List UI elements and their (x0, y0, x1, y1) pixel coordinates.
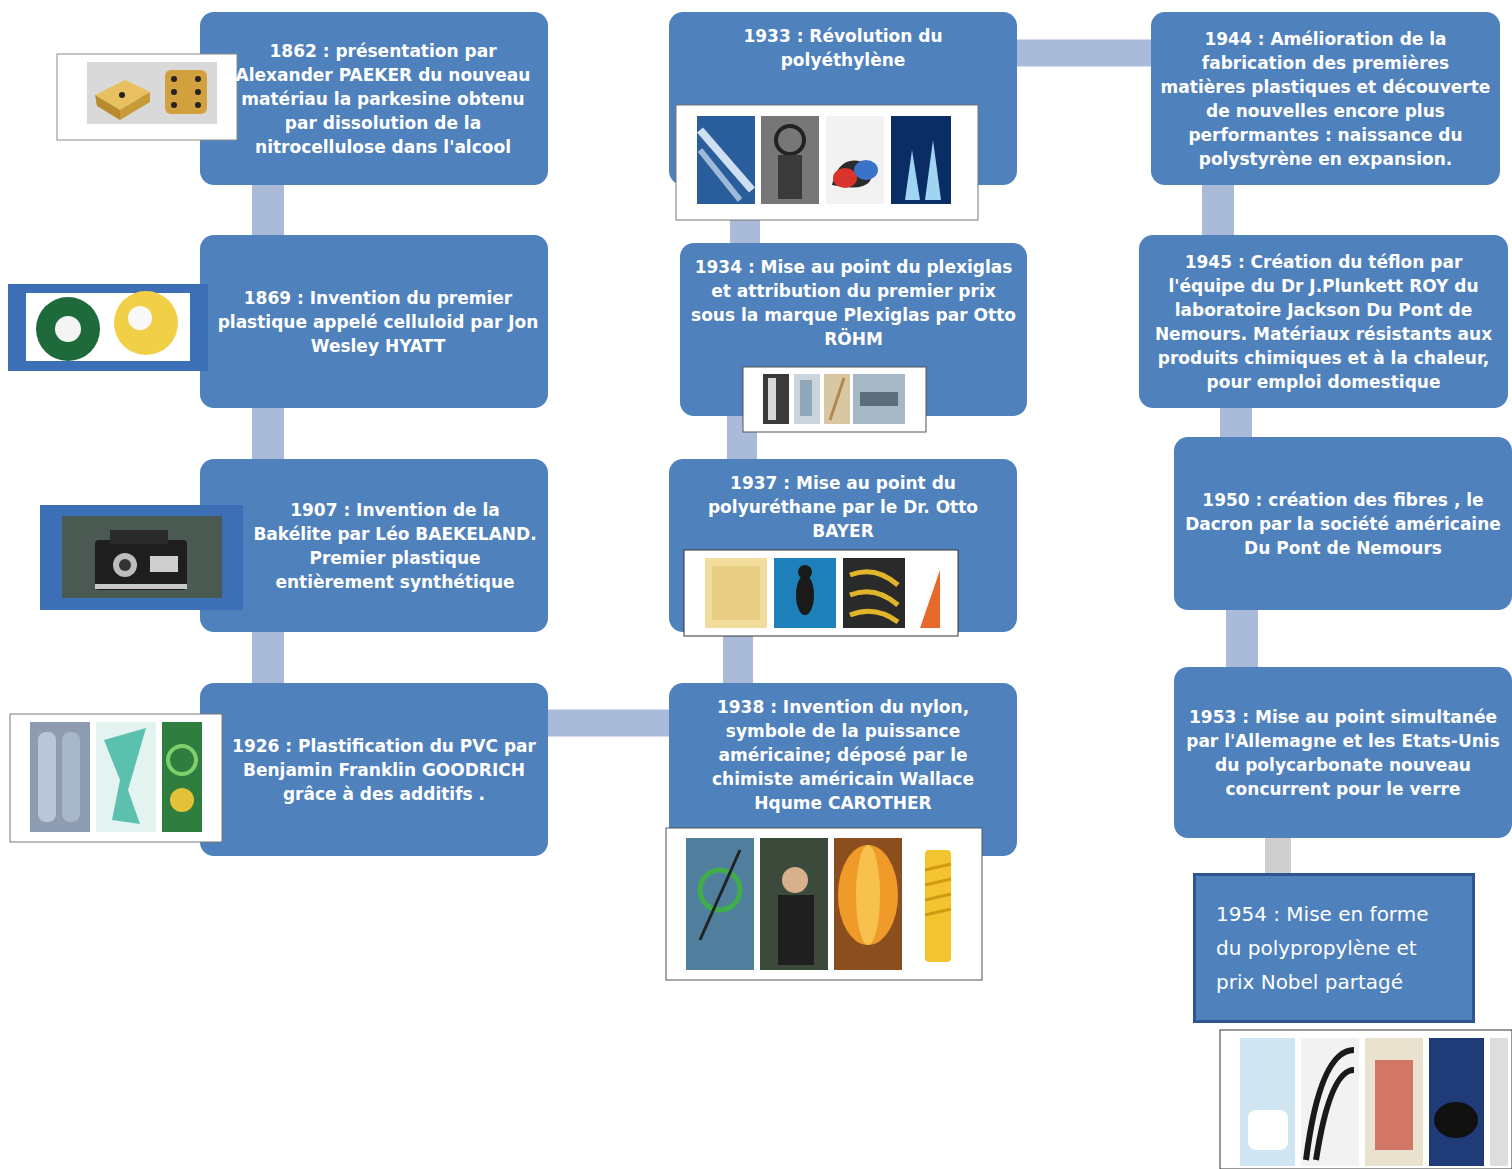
connector-bar (727, 416, 757, 459)
event-text: 1944 : Amélioration de la fabrication de… (1159, 27, 1492, 171)
event-text: 1933 : Révolution du polyéthylène (679, 24, 1007, 72)
event-text: 1938 : Invention du nylon, symbole de la… (679, 695, 1007, 815)
photo-thumbnail (666, 828, 982, 980)
photo-thumbnail (676, 105, 978, 220)
timeline-box: 1954 : Mise en forme du polypropylène et… (1193, 873, 1475, 1023)
photo-thumbnail (40, 505, 243, 610)
connector-bar (1226, 610, 1258, 667)
timeline-box: 1953 : Mise au point simultanée par l'Al… (1174, 667, 1512, 838)
connector-bar (723, 632, 753, 683)
event-text: 1926 : Plastification du PVC par Benjami… (228, 734, 540, 806)
connector-bar (548, 710, 669, 737)
timeline-box: 1926 : Plastification du PVC par Benjami… (200, 683, 548, 856)
photo-thumbnail (684, 550, 958, 636)
connector-bar (1265, 838, 1291, 873)
event-text: 1907 : Invention de la Bakélite par Léo … (250, 498, 540, 594)
connector-bar (252, 408, 284, 459)
timeline-box: 1869 : Invention du premier plastique ap… (200, 235, 548, 408)
event-text: 1862 : présentation par Alexander PAEKER… (224, 39, 542, 159)
connector-bar (730, 185, 760, 243)
photo-thumbnail (10, 714, 222, 842)
connector-bar (1220, 408, 1252, 437)
event-text: 1945 : Création du téflon par l'équipe d… (1147, 250, 1500, 394)
photo-thumbnail (1220, 1030, 1512, 1169)
connector-bar (1202, 185, 1234, 235)
event-text: 1869 : Invention du premier plastique ap… (216, 286, 540, 358)
timeline-box: 1945 : Création du téflon par l'équipe d… (1139, 235, 1508, 408)
connector-bar (252, 632, 284, 683)
timeline-box: 1938 : Invention du nylon, symbole de la… (669, 683, 1017, 856)
timeline-box: 1862 : présentation par Alexander PAEKER… (200, 12, 548, 185)
timeline-box: 1934 : Mise au point du plexiglas et att… (680, 243, 1027, 416)
event-text: 1934 : Mise au point du plexiglas et att… (690, 255, 1017, 351)
photo-thumbnail (57, 54, 237, 140)
timeline-box: 1937 : Mise au point du polyuréthane par… (669, 459, 1017, 632)
timeline-box: 1933 : Révolution du polyéthylène (669, 12, 1017, 185)
timeline-box: 1907 : Invention de la Bakélite par Léo … (200, 459, 548, 632)
connector-bar (1017, 40, 1151, 67)
event-text: 1937 : Mise au point du polyuréthane par… (677, 471, 1009, 543)
photo-thumbnail (8, 284, 208, 371)
connector-bar (252, 185, 284, 235)
event-text: 1954 : Mise en forme du polypropylène et… (1216, 897, 1460, 999)
event-text: 1953 : Mise au point simultanée par l'Al… (1184, 705, 1502, 801)
photo-thumbnail (743, 367, 926, 432)
timeline-box: 1950 : création des fibres , le Dacron p… (1174, 437, 1512, 610)
event-text: 1950 : création des fibres , le Dacron p… (1184, 488, 1502, 560)
timeline-box: 1944 : Amélioration de la fabrication de… (1151, 12, 1500, 185)
